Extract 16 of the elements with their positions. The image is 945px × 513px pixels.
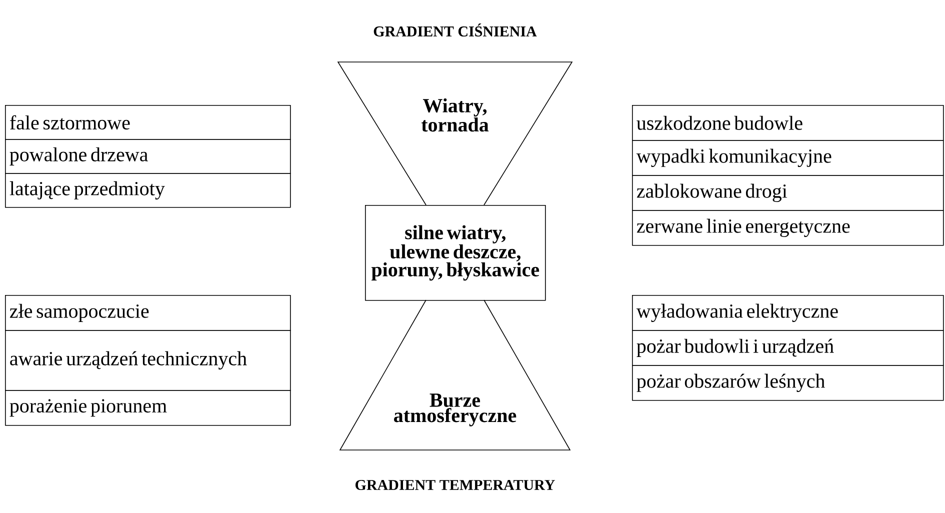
list-box: fale sztormowe	[5, 105, 291, 140]
list-box: powalone drzewa	[5, 139, 291, 174]
list-box: uszkodzone budowle	[632, 105, 944, 141]
list-box: zerwane linie energetyczne	[632, 210, 944, 246]
center-box: silne wiatry, ulewne deszcze, pioruny, błyskawice	[365, 205, 546, 301]
list-box: wyładowania elektryczne	[632, 295, 944, 331]
list-box: zablokowane drogi	[632, 175, 944, 211]
heading: GRADIENT TEMPERATURY	[356, 480, 555, 490]
list-box: latające przedmioty	[5, 173, 291, 208]
list-box: porażenie piorunem	[5, 390, 291, 426]
list-box: awarie urządzeń technicznych	[5, 330, 291, 391]
list-box: wypadki komunikacyjne	[632, 140, 944, 176]
heading: GRADIENT CIŚNIENIA	[374, 24, 537, 36]
list-box: pożar obszarów leśnych	[632, 365, 944, 401]
list-box: pożar budowli i urządzeń	[632, 330, 944, 366]
list-box: złe samopoczucie	[5, 295, 291, 331]
